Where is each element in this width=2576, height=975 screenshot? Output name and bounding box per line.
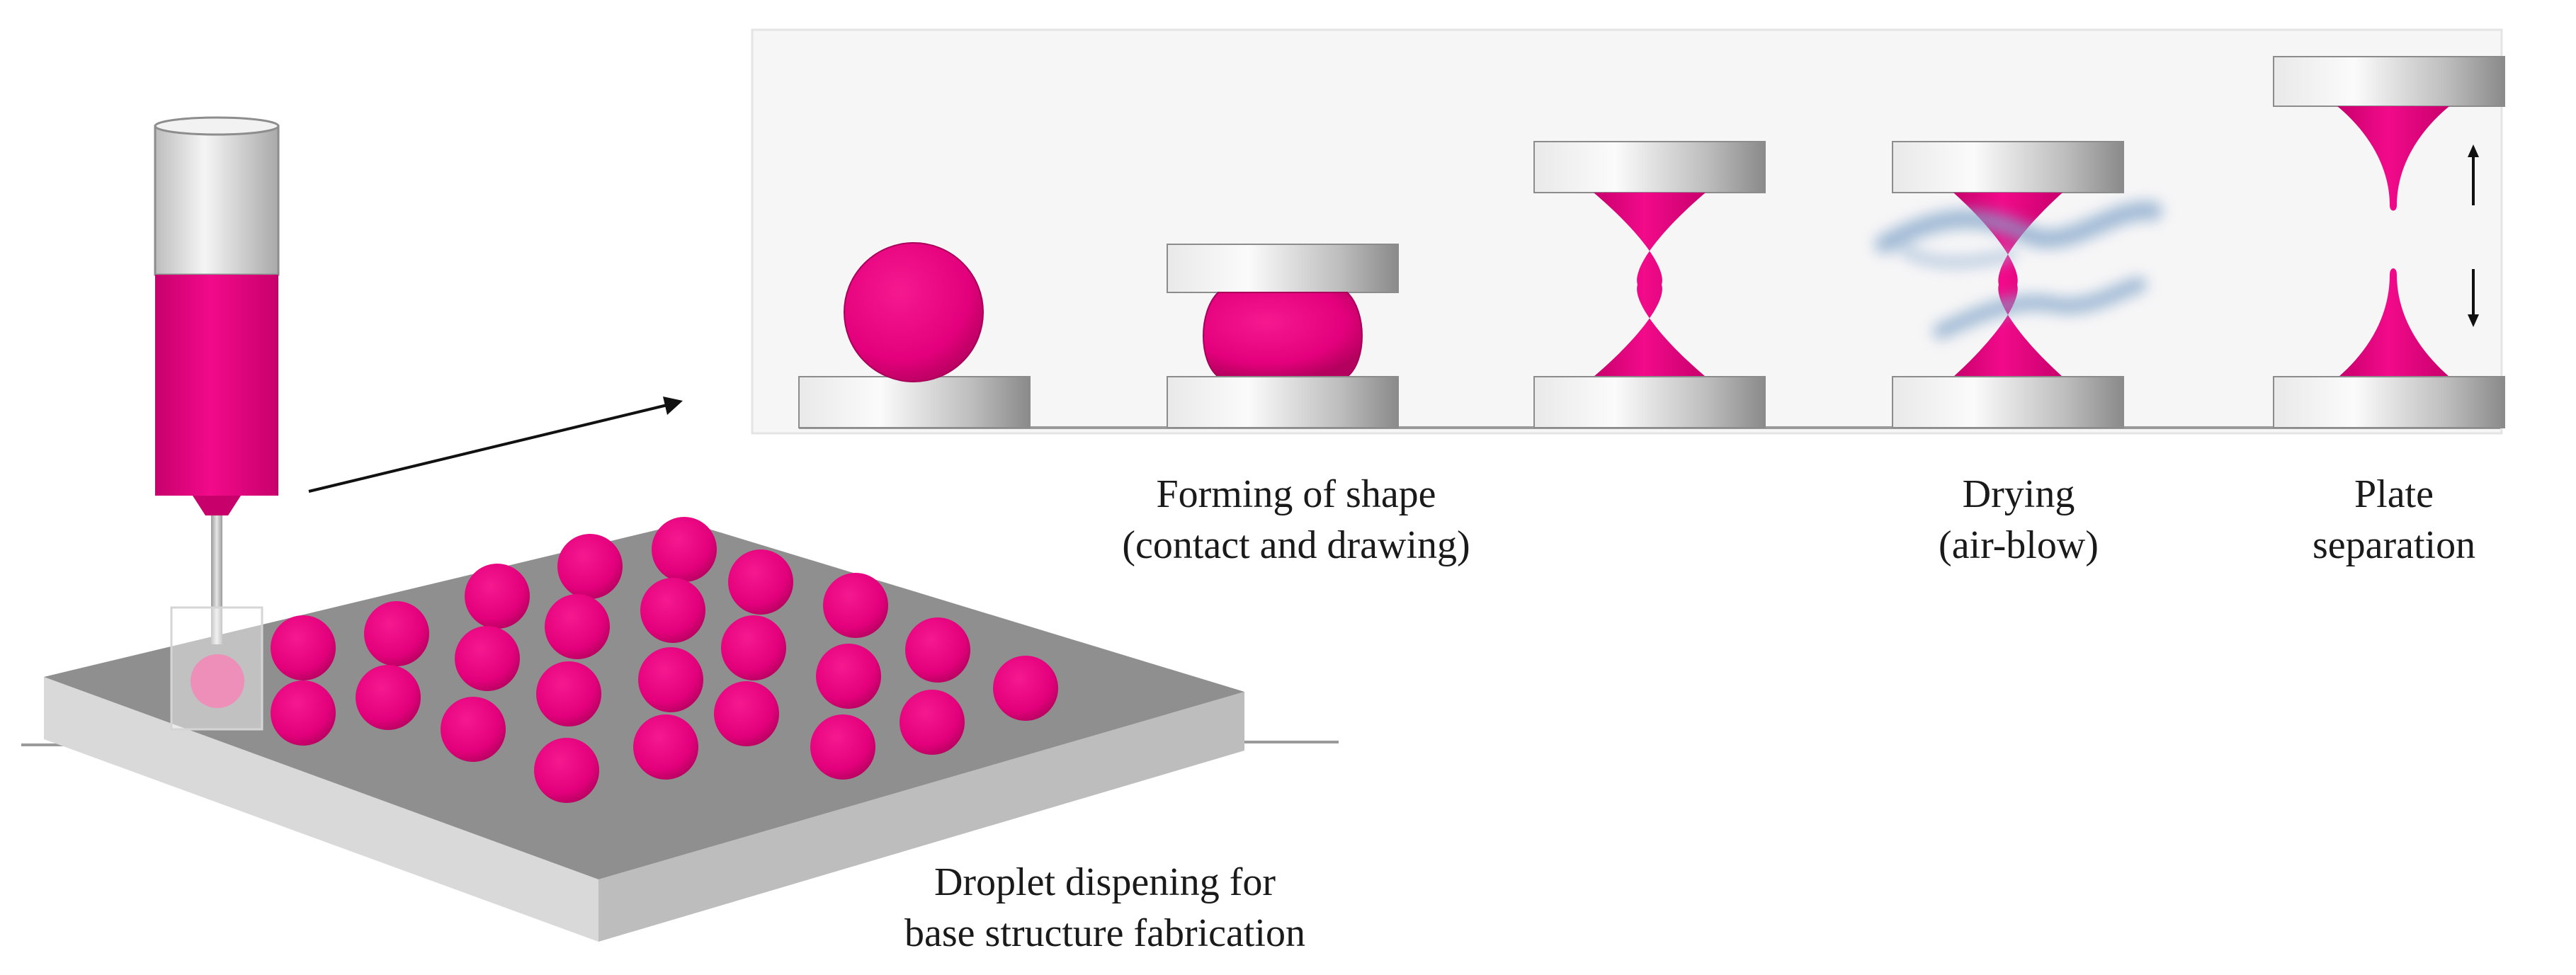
syringe-rim — [154, 116, 280, 136]
printed-droplet — [640, 578, 705, 643]
printed-droplet — [271, 680, 336, 746]
top-plate — [1167, 244, 1399, 293]
ink-bridge — [1594, 193, 1706, 377]
bottom-plate — [2273, 376, 2505, 428]
printed-droplet — [652, 517, 717, 582]
lower-ink-cone — [2339, 268, 2449, 377]
syringe-tip — [193, 496, 241, 515]
bottom-plate — [798, 376, 1031, 428]
printed-droplet — [823, 573, 888, 638]
printed-droplet — [638, 647, 703, 712]
printed-droplet — [356, 665, 421, 730]
bottom-plate — [1167, 376, 1399, 428]
printed-droplet — [271, 615, 336, 680]
dispensed-droplet — [191, 654, 244, 708]
syringe-icon — [154, 116, 280, 731]
top-plate — [2273, 56, 2505, 107]
caption-drying: Drying (air-blow) — [1863, 469, 2174, 571]
caption-forming-line1: Forming of shape — [1156, 472, 1436, 516]
printed-droplet — [905, 617, 970, 683]
printed-droplet — [721, 615, 786, 680]
substrate — [21, 523, 1339, 942]
ink-bridge — [1953, 193, 2062, 377]
printed-droplet — [557, 534, 623, 599]
ink-droplet — [844, 242, 984, 382]
printed-droplet — [810, 714, 875, 780]
caption-drying-line2: (air-blow) — [1939, 523, 2099, 567]
stage-droplet — [798, 242, 1031, 428]
caption-separation: Plate separation — [2238, 469, 2550, 571]
stage-drawing — [1533, 141, 1766, 428]
printed-droplet — [441, 697, 506, 762]
printed-droplet — [455, 626, 520, 691]
syringe-needle — [211, 515, 222, 644]
printed-droplet — [900, 690, 965, 755]
printed-droplet — [364, 601, 429, 666]
caption-forming-line2: (contact and drawing) — [1122, 523, 1470, 567]
bottom-plate — [1892, 376, 2124, 428]
printed-droplet — [633, 714, 698, 780]
substrate-top — [44, 523, 1244, 879]
process-panel — [751, 28, 2505, 435]
printed-droplet — [993, 656, 1058, 721]
compressed-droplet — [1203, 292, 1363, 377]
air-blow-icon — [1875, 201, 2162, 339]
caption-separation-line1: Plate — [2354, 472, 2434, 516]
arrow-icon — [308, 397, 683, 493]
printed-droplet — [816, 644, 881, 709]
substrate-left-side — [44, 677, 598, 942]
caption-dispensing-line2: base structure fabrication — [904, 911, 1305, 955]
caption-drying-line1: Drying — [1962, 472, 2075, 516]
stage-drying — [1875, 141, 2162, 428]
top-plate — [1533, 141, 1766, 193]
dispense-spot-highlight — [170, 606, 263, 731]
top-plate — [1892, 141, 2124, 193]
down-arrow-icon — [2468, 269, 2479, 327]
stage-separation — [2273, 56, 2505, 428]
syringe-barrel-empty — [154, 125, 280, 276]
caption-separation-line2: separation — [2312, 523, 2476, 567]
substrate-right-side — [598, 692, 1244, 942]
up-arrow-icon — [2468, 144, 2479, 205]
printed-droplet — [714, 681, 779, 746]
stage-contact — [1167, 244, 1399, 428]
syringe-ink-fill — [155, 275, 278, 496]
printed-droplet — [465, 564, 530, 629]
droplet-array — [271, 517, 1058, 803]
caption-forming: Forming of shape (contact and drawing) — [1048, 469, 1544, 571]
upper-ink-cone — [2337, 106, 2449, 211]
printed-droplet — [536, 661, 601, 726]
bottom-plate — [1533, 376, 1766, 428]
caption-dispensing: Droplet dispening for base structure fab… — [836, 857, 1374, 959]
printed-droplet — [728, 549, 793, 615]
printed-droplet — [534, 738, 599, 803]
printed-droplet — [545, 594, 610, 659]
caption-dispensing-line1: Droplet dispening for — [934, 860, 1276, 904]
